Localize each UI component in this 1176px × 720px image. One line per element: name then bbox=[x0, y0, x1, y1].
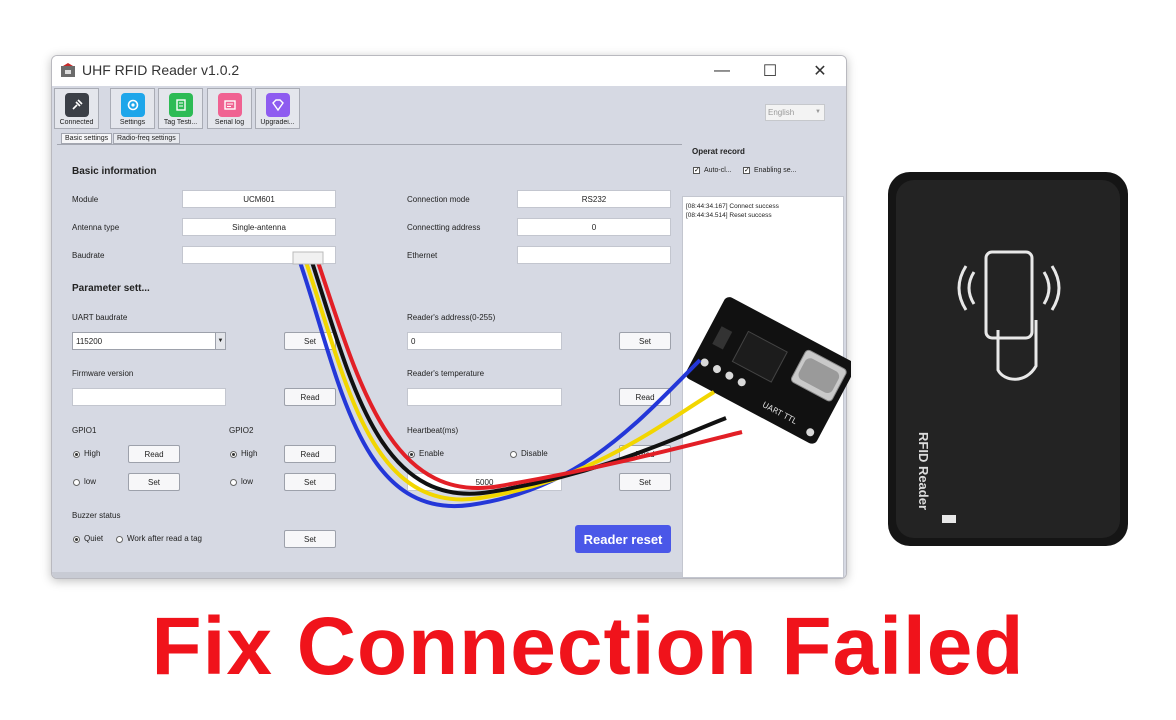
tab-basic-settings[interactable]: Basic settings bbox=[61, 133, 113, 144]
connected-label: Connected bbox=[59, 119, 94, 126]
tab-divider bbox=[57, 144, 682, 145]
buzzer-status-label: Buzzer status bbox=[72, 511, 121, 520]
heartbeat-enable-radio[interactable] bbox=[408, 451, 415, 458]
serial-log-label: Serial log bbox=[214, 119, 245, 126]
chevron-down-icon: ▼ bbox=[215, 333, 225, 349]
antenna-type-label: Antenna type bbox=[72, 223, 120, 232]
auto-clear-checkbox[interactable]: ✓ bbox=[693, 167, 700, 174]
tag-icon bbox=[169, 93, 193, 117]
upgrading-button[interactable]: Upgradei... bbox=[255, 88, 300, 129]
gpio2-low-radio[interactable] bbox=[230, 479, 237, 486]
heartbeat-label: Heartbeat(ms) bbox=[407, 426, 459, 435]
baudrate-field bbox=[182, 246, 336, 264]
log-icon bbox=[218, 93, 242, 117]
buzzer-work-label: Work after read a tag bbox=[127, 534, 202, 543]
temperature-label: Reader's temperature bbox=[407, 369, 485, 378]
gpio1-low-radio[interactable] bbox=[73, 479, 80, 486]
gpio2-label: GPIO2 bbox=[229, 426, 254, 435]
tag-testing-button[interactable]: Tag Testi... bbox=[158, 88, 203, 129]
reader-label: RFID Reader bbox=[916, 432, 931, 511]
ethernet-label: Ethernet bbox=[407, 251, 438, 260]
usb-ttl-board: UART TTL bbox=[685, 297, 851, 444]
firmware-version-field bbox=[72, 388, 226, 406]
rfid-reader-device: RFID Reader bbox=[886, 170, 1130, 548]
temperature-field bbox=[407, 388, 562, 406]
maximize-button[interactable]: ☐ bbox=[762, 63, 778, 80]
buzzer-set-button[interactable]: Set bbox=[284, 530, 336, 548]
buzzer-work-radio[interactable] bbox=[116, 536, 123, 543]
enabling-label: Enabling se... bbox=[754, 167, 797, 174]
headline: Fix Connection Failed bbox=[151, 601, 1025, 692]
language-value: English bbox=[768, 108, 795, 117]
heartbeat-read-button[interactable]: Read bbox=[619, 445, 671, 463]
reader-address-set-button[interactable]: Set bbox=[619, 332, 671, 350]
gpio1-high-label: High bbox=[84, 449, 101, 458]
uart-baudrate-label: UART baudrate bbox=[72, 313, 128, 322]
serial-log-button[interactable]: Serial log bbox=[207, 88, 252, 129]
gear-icon bbox=[121, 93, 145, 117]
connected-button[interactable]: Connected bbox=[54, 88, 99, 129]
diamond-icon bbox=[266, 93, 290, 117]
operat-record-heading: Operat record bbox=[692, 147, 745, 156]
gpio2-set-button[interactable]: Set bbox=[284, 473, 336, 491]
heartbeat-disable-radio[interactable] bbox=[510, 451, 517, 458]
gpio2-read-button[interactable]: Read bbox=[284, 445, 336, 463]
tag-testing-label: Tag Testi... bbox=[163, 119, 198, 126]
gpio2-low-label: low bbox=[241, 477, 254, 486]
gpio1-low-label: low bbox=[84, 477, 97, 486]
baudrate-label: Baudrate bbox=[72, 251, 105, 260]
module-label: Module bbox=[72, 195, 99, 204]
heartbeat-set-button[interactable]: Set bbox=[619, 473, 671, 491]
settings-label: Settings bbox=[119, 119, 146, 126]
reader-reset-button[interactable]: Reader reset bbox=[575, 525, 671, 553]
buzzer-quiet-radio[interactable] bbox=[73, 536, 80, 543]
reader-address-input[interactable]: 0 bbox=[407, 332, 562, 350]
upgrading-label: Upgradei... bbox=[260, 119, 295, 126]
log-line: [08:44:34.167] Connect success bbox=[686, 203, 779, 210]
uart-set-button[interactable]: Set bbox=[284, 332, 336, 350]
connection-mode-label: Connection mode bbox=[407, 195, 470, 204]
plug-icon bbox=[65, 93, 89, 117]
enabling-checkbox[interactable]: ✓ bbox=[743, 167, 750, 174]
connecting-address-field: 0 bbox=[517, 218, 671, 236]
reader-address-label: Reader's address(0-255) bbox=[407, 313, 496, 322]
close-button[interactable]: ✕ bbox=[813, 63, 827, 80]
gpio1-label: GPIO1 bbox=[72, 426, 97, 435]
parameter-settings-heading: Parameter sett... bbox=[72, 283, 150, 294]
firmware-read-button[interactable]: Read bbox=[284, 388, 336, 406]
gpio2-high-radio[interactable] bbox=[230, 451, 237, 458]
temperature-read-button[interactable]: Read bbox=[619, 388, 671, 406]
uart-baudrate-value: 115200 bbox=[76, 336, 103, 346]
buzzer-quiet-label: Quiet bbox=[84, 534, 104, 543]
gpio1-high-radio[interactable] bbox=[73, 451, 80, 458]
uart-baudrate-select[interactable]: 115200 ▼ bbox=[72, 332, 226, 350]
card-reader-icon bbox=[888, 172, 1128, 546]
connecting-address-label: Connectting address bbox=[407, 223, 481, 232]
antenna-type-field: Single-antenna bbox=[182, 218, 336, 236]
heartbeat-input[interactable]: 5000 bbox=[407, 473, 562, 491]
heartbeat-disable-label: Disable bbox=[521, 449, 548, 458]
module-field: UCM601 bbox=[182, 190, 336, 208]
heartbeat-enable-label: Enable bbox=[419, 449, 444, 458]
status-bar bbox=[52, 572, 682, 578]
gpio2-high-label: High bbox=[241, 449, 258, 458]
connection-mode-field: RS232 bbox=[517, 190, 671, 208]
tab-radio-freq-settings[interactable]: Radio-freq settings bbox=[113, 133, 180, 144]
settings-button[interactable]: Settings bbox=[110, 88, 155, 129]
gpio1-read-button[interactable]: Read bbox=[128, 445, 180, 463]
language-select[interactable]: English ▼ bbox=[765, 104, 825, 121]
log-line: [08:44:34.514] Reset success bbox=[686, 212, 772, 219]
basic-info-heading: Basic information bbox=[72, 166, 157, 177]
chevron-down-icon: ▼ bbox=[815, 109, 821, 115]
window-title: UHF RFID Reader v1.0.2 bbox=[82, 62, 240, 78]
gpio1-set-button[interactable]: Set bbox=[128, 473, 180, 491]
title-bar: UHF RFID Reader v1.0.2 — ☐ ✕ bbox=[52, 56, 846, 86]
firmware-version-label: Firmware version bbox=[72, 369, 134, 378]
minimize-button[interactable]: — bbox=[714, 62, 730, 79]
ethernet-field bbox=[517, 246, 671, 264]
auto-clear-label: Auto-cl... bbox=[704, 167, 732, 174]
app-icon bbox=[61, 63, 75, 77]
